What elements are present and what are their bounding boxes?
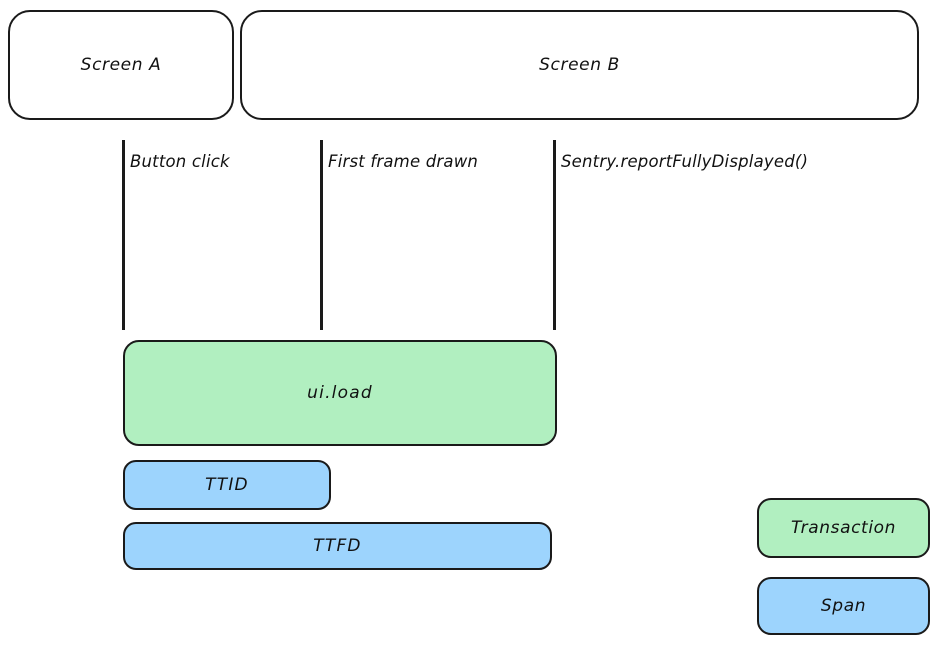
marker-line-button-click [122,140,125,330]
marker-line-first-frame-drawn [320,140,323,330]
legend-transaction-swatch: Transaction [757,498,930,558]
bar-ttid-label: TTID [205,475,249,495]
bar-ttfd-label: TTFD [313,536,362,556]
bar-ttid: TTID [123,460,331,510]
screen-b-label: Screen B [539,55,620,75]
bar-ui-load: ui.load [123,340,557,446]
marker-label-first-frame-drawn: First frame drawn [328,152,479,171]
legend-transaction-label: Transaction [790,518,897,538]
screen-b-box: Screen B [240,10,919,120]
bar-ttfd: TTFD [123,522,552,570]
marker-label-button-click: Button click [130,152,230,171]
legend-span-label: Span [820,596,867,616]
screen-a-label: Screen A [80,55,162,75]
screen-a-box: Screen A [8,10,234,120]
legend-span-swatch: Span [757,577,930,635]
bar-ui-load-label: ui.load [307,383,373,403]
marker-label-report-fully-displayed: Sentry.reportFullyDisplayed() [561,152,809,171]
marker-line-report-fully-displayed [553,140,556,330]
